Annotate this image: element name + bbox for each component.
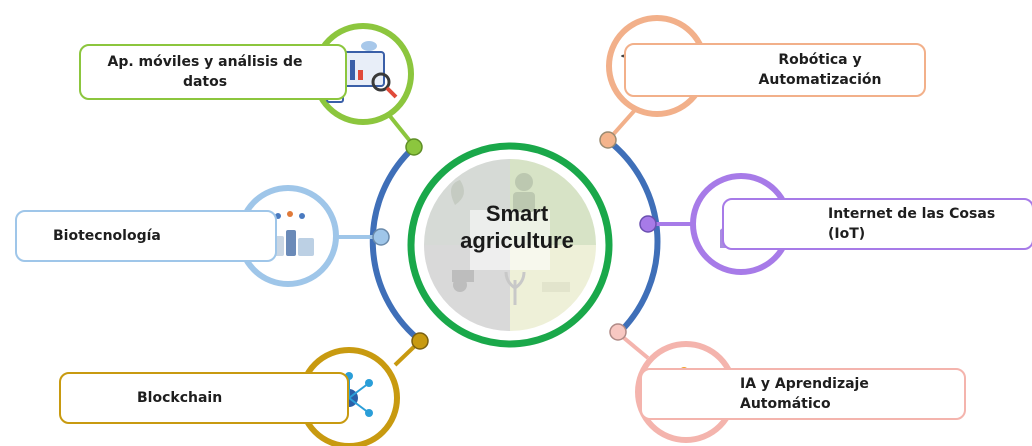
node-bio-label: Biotecnología — [15, 210, 277, 262]
center-title-line1: Smart — [485, 201, 549, 226]
center-title-line2: agriculture — [460, 228, 574, 253]
farmer-icon — [515, 173, 533, 191]
node-robot-label: Robótica y Automatización — [624, 43, 926, 97]
block-label: Blockchain — [137, 389, 223, 406]
ai-dot — [609, 323, 627, 341]
leaf-icon — [451, 180, 464, 205]
robot-dot — [599, 131, 617, 149]
ai-label: IA y Aprendizaje Automático — [740, 375, 869, 412]
right-connector-arc — [607, 139, 661, 335]
robot-label-line1: Robótica y — [778, 51, 862, 68]
apps-dot — [405, 138, 423, 156]
left-connector-arc — [369, 149, 420, 341]
center-title: Smart agriculture — [417, 200, 617, 254]
robot-connector — [608, 108, 637, 140]
iot-dot — [639, 215, 657, 233]
plant-icon — [504, 271, 526, 305]
bio-label: Biotecnología — [53, 227, 161, 244]
robot-label-line2: Automatización — [758, 72, 882, 88]
node-block-label: Blockchain — [59, 372, 349, 424]
node-iot-label: Internet de las Cosas (IoT) — [722, 198, 1032, 250]
iot-label: Internet de las Cosas (IoT) — [828, 205, 996, 242]
fence-icon — [542, 282, 570, 292]
node-ai-label: IA y Aprendizaje Automático — [640, 368, 966, 420]
apps-label-line1: Ap. móviles y análisis de — [107, 53, 303, 70]
center-hub — [407, 142, 613, 348]
bio-dot — [372, 228, 390, 246]
apps-label-line2: datos — [182, 74, 228, 90]
block-dot — [411, 332, 429, 350]
node-apps-label: Ap. móviles y análisis de datos — [79, 44, 347, 100]
